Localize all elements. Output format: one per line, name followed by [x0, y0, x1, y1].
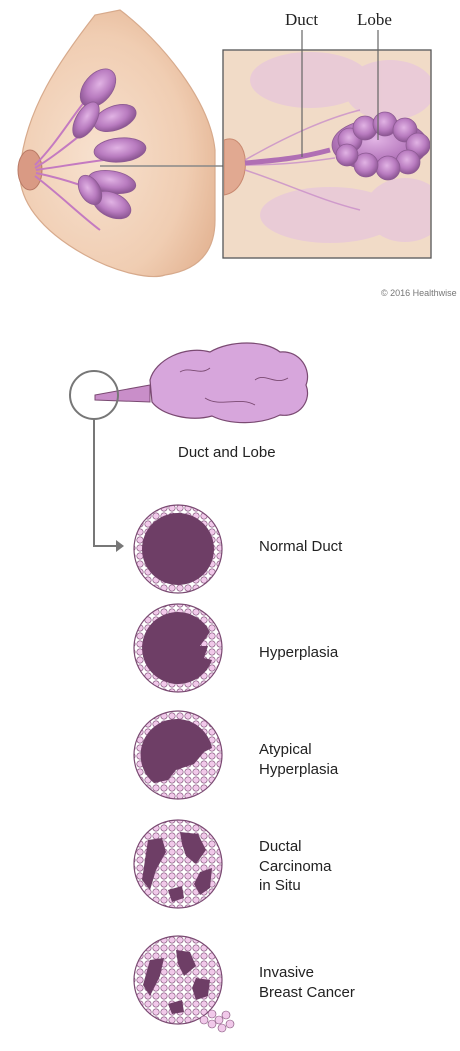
- stage-dcis: [133, 819, 223, 909]
- stage-hyperplasia: [133, 603, 223, 693]
- stage-label-normal-duct: Normal Duct: [259, 538, 343, 555]
- stage-label-hyperplasia: Hyperplasia: [259, 644, 339, 661]
- stage-invasive: [133, 935, 235, 1033]
- stage-normal-duct: [133, 504, 223, 594]
- stage-label-invasive: Invasive Breast Cancer: [259, 964, 355, 1001]
- inset-detail: [222, 30, 432, 259]
- duct-lobe-illustration: [69, 342, 309, 552]
- breast-illustration: [17, 9, 223, 278]
- stage-label-atypical-hyperplasia: Atypical Hyperplasia: [259, 741, 339, 778]
- duct-and-lobe-label: Duct and Lobe: [178, 444, 276, 461]
- stage-label-dcis: Ductal Carcinoma in Situ: [259, 838, 332, 894]
- stage-atypical-hyperplasia: [133, 710, 223, 800]
- lobe-label: Lobe: [357, 10, 392, 29]
- copyright-text: © 2016 Healthwise: [381, 288, 457, 298]
- duct-label: Duct: [285, 10, 319, 29]
